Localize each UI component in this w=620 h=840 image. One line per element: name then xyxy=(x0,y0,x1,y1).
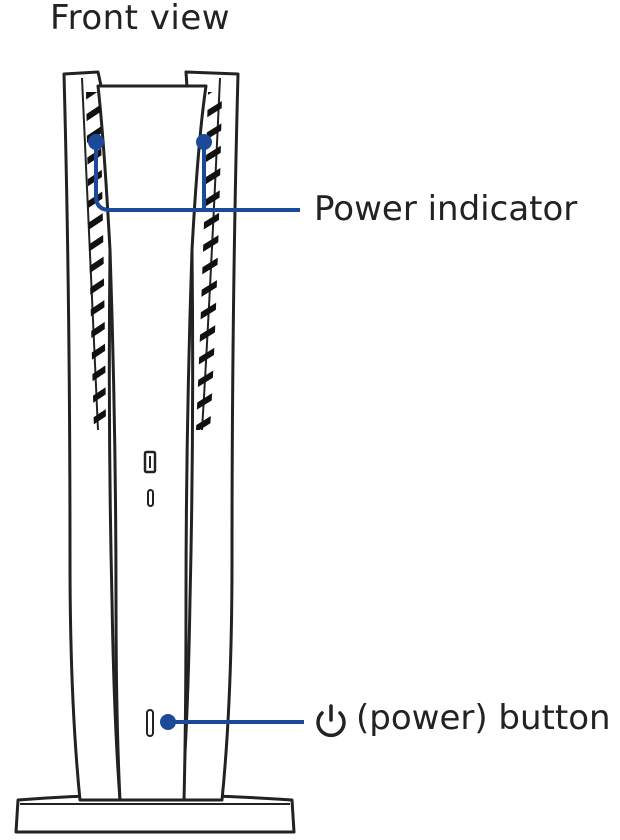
right-inner-edge xyxy=(201,77,221,431)
power-button-callout xyxy=(160,714,304,730)
power-indicator-label: Power indicator xyxy=(314,189,578,229)
power-indicator-leader-line xyxy=(94,142,300,212)
figure-title: Front view xyxy=(50,0,231,38)
usb-c-port xyxy=(147,489,154,507)
center-body xyxy=(96,84,208,802)
power-icon xyxy=(316,704,346,738)
power-button-dot xyxy=(160,714,176,730)
power-button-label: (power) button xyxy=(356,698,611,738)
power-indicator-callout xyxy=(88,134,300,212)
power-indicator-dot-right xyxy=(196,134,212,150)
power-indicator-dot-left xyxy=(88,134,104,150)
power-button xyxy=(146,709,154,737)
